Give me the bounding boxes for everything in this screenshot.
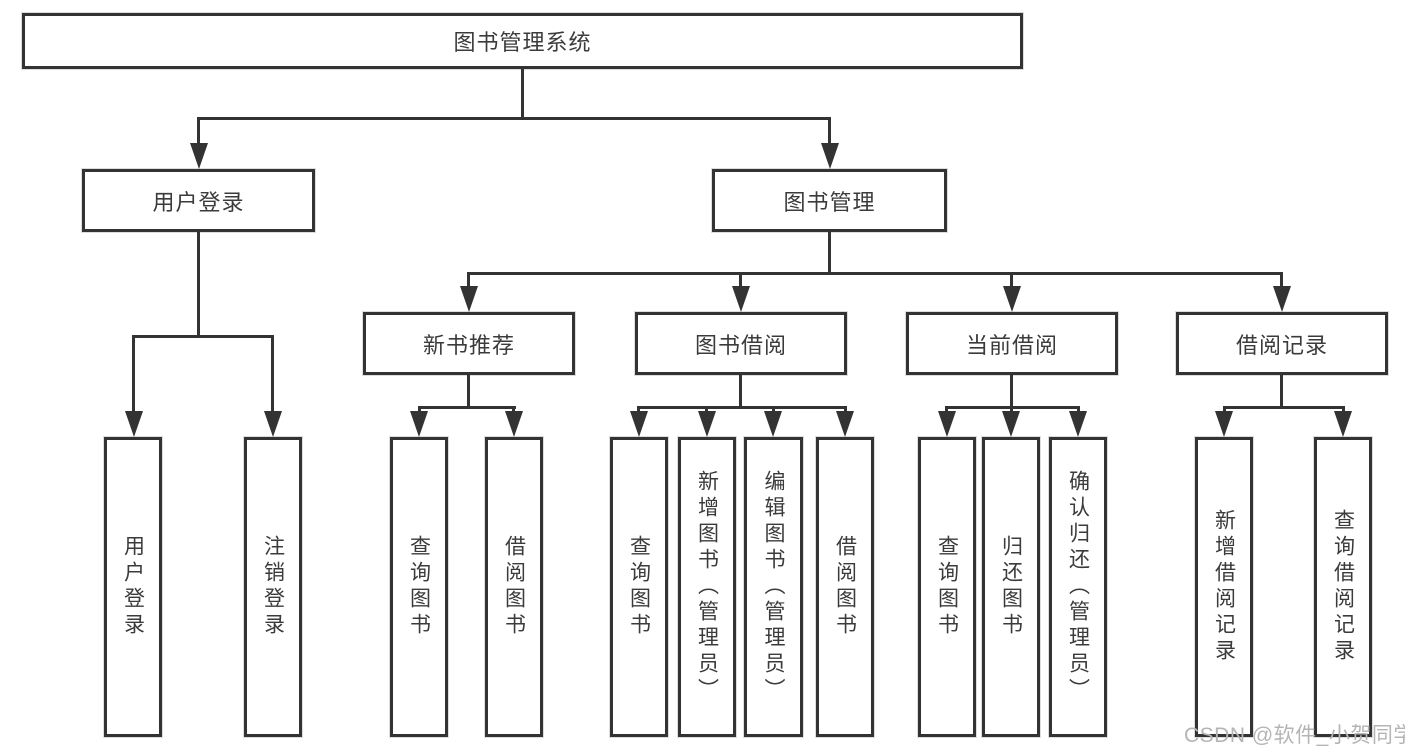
connector-line: [637, 406, 640, 412]
arrowhead-icon: [1069, 411, 1087, 437]
leaf-user-login: 用户登录: [104, 437, 162, 737]
connector-line: [739, 375, 742, 406]
node-book-borrow-label: 图书借阅: [694, 332, 787, 358]
arrowhead-icon: [1273, 286, 1291, 312]
leaf-recommend-query-books: 查询图书: [390, 437, 448, 737]
leaf-edit-books-admin: 编辑图书（管理员）: [744, 437, 803, 737]
connector-line: [637, 406, 847, 409]
connector-line: [705, 406, 708, 412]
connector-line: [467, 272, 470, 290]
leaf-query-borrow-record-label: 查询借阅记录: [1331, 509, 1355, 665]
arrowhead-icon: [505, 411, 523, 437]
connector-line: [132, 335, 135, 413]
node-library-system: 图书管理系统: [22, 13, 1023, 69]
arrowhead-icon: [938, 411, 956, 437]
connector-line: [1223, 406, 1226, 412]
arrowhead-icon: [125, 411, 143, 437]
connector-line: [271, 335, 274, 413]
node-current-borrow-label: 当前借阅: [965, 332, 1058, 358]
arrowhead-icon: [1002, 411, 1020, 437]
node-book-borrow: 图书借阅: [635, 312, 847, 375]
leaf-borrow-books: 借阅图书: [816, 437, 874, 737]
arrowhead-icon: [836, 411, 854, 437]
leaf-add-books-admin: 新增图书（管理员）: [678, 437, 736, 737]
connector-line: [828, 232, 831, 272]
arrowhead-icon: [732, 286, 750, 312]
connector-line: [197, 117, 200, 147]
connector-line: [512, 406, 515, 412]
arrowhead-icon: [190, 143, 208, 169]
leaf-add-borrow-record-label: 新增借阅记录: [1212, 509, 1236, 665]
connector-line: [1077, 406, 1080, 412]
connector-line: [1223, 406, 1345, 409]
node-book-management: 图书管理: [712, 169, 947, 232]
arrowhead-icon: [264, 411, 282, 437]
arrowhead-icon: [1003, 286, 1021, 312]
leaf-logout-label: 注销登录: [261, 535, 285, 639]
leaf-current-query-books: 查询图书: [918, 437, 976, 737]
connector-line: [739, 272, 742, 290]
leaf-recommend-borrow-books-label: 借阅图书: [502, 535, 526, 639]
connector-line: [772, 406, 775, 412]
connector-line: [1010, 406, 1013, 412]
connector-line: [945, 406, 948, 412]
arrowhead-icon: [764, 411, 782, 437]
leaf-confirm-return-admin: 确认归还（管理员）: [1049, 437, 1107, 737]
connector-line: [197, 117, 831, 120]
leaf-add-books-admin-label: 新增图书（管理员）: [695, 470, 719, 704]
arrowhead-icon: [698, 411, 716, 437]
connector-line: [844, 406, 847, 412]
connector-line: [197, 232, 200, 335]
connector-line: [418, 406, 516, 409]
connector-line: [1010, 272, 1013, 290]
connector-line: [1280, 272, 1283, 290]
node-user-login-label: 用户登录: [152, 189, 245, 215]
leaf-return-books-label: 归还图书: [999, 535, 1023, 639]
arrowhead-icon: [1215, 411, 1233, 437]
leaf-confirm-return-admin-label: 确认归还（管理员）: [1066, 470, 1090, 704]
connector-line: [467, 272, 1283, 275]
node-borrow-records-label: 借阅记录: [1235, 332, 1328, 358]
node-book-management-label: 图书管理: [783, 189, 876, 215]
node-borrow-records: 借阅记录: [1176, 312, 1388, 375]
connector-line: [1342, 406, 1345, 412]
connector-line: [132, 335, 274, 338]
node-library-system-label: 图书管理系统: [453, 30, 592, 55]
connector-line: [418, 406, 421, 412]
connector-line: [828, 117, 831, 147]
node-new-book-recommend: 新书推荐: [363, 312, 575, 375]
leaf-query-borrow-record: 查询借阅记录: [1314, 437, 1372, 737]
connector-line: [1010, 375, 1013, 406]
leaf-user-login-label: 用户登录: [121, 535, 145, 639]
node-new-book-recommend-label: 新书推荐: [422, 332, 515, 358]
leaf-borrow-query-books-label: 查询图书: [627, 535, 651, 639]
leaf-recommend-borrow-books: 借阅图书: [485, 437, 543, 737]
node-user-login: 用户登录: [82, 169, 315, 232]
connector-line: [467, 375, 470, 406]
csdn-watermark: CSDN @软件_小贺同学: [1184, 724, 1405, 747]
arrowhead-icon: [821, 143, 839, 169]
leaf-borrow-books-label: 借阅图书: [833, 535, 857, 639]
connector-line: [521, 69, 524, 117]
arrowhead-icon: [410, 411, 428, 437]
leaf-borrow-query-books: 查询图书: [610, 437, 668, 737]
leaf-current-query-books-label: 查询图书: [935, 535, 959, 639]
arrowhead-icon: [630, 411, 648, 437]
arrowhead-icon: [460, 286, 478, 312]
leaf-return-books: 归还图书: [982, 437, 1040, 737]
leaf-logout: 注销登录: [244, 437, 302, 737]
leaf-add-borrow-record: 新增借阅记录: [1195, 437, 1253, 737]
arrowhead-icon: [1334, 411, 1352, 437]
node-current-borrow: 当前借阅: [906, 312, 1118, 375]
leaf-recommend-query-books-label: 查询图书: [407, 535, 431, 639]
leaf-edit-books-admin-label: 编辑图书（管理员）: [762, 470, 785, 704]
connector-line: [1280, 375, 1283, 406]
